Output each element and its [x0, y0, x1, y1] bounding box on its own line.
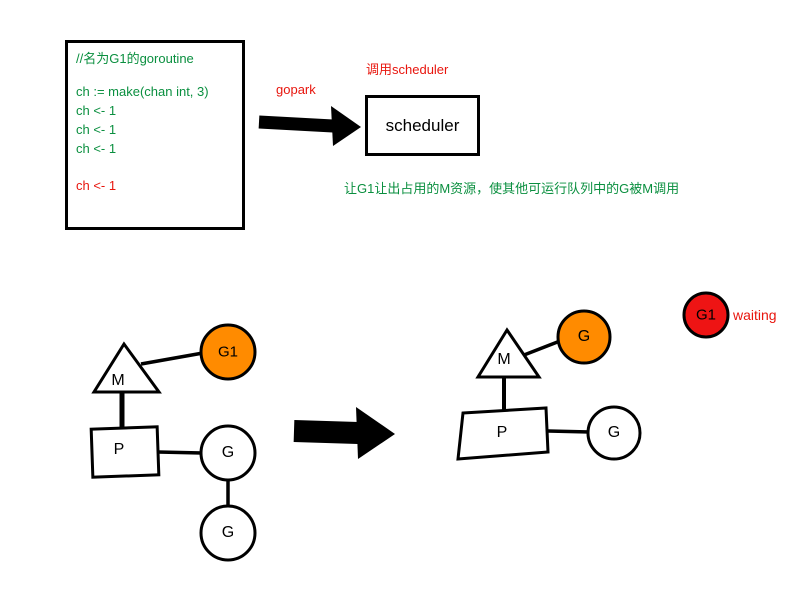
- p-box: [456, 406, 550, 461]
- p-label: P: [113, 441, 125, 458]
- edge-p-g: [547, 429, 591, 434]
- left-diagram: [89, 323, 257, 562]
- g-label: G: [577, 328, 591, 345]
- code-box: //名为G1的goroutine ch := make(chan int, 3)…: [65, 40, 245, 230]
- code-line-send-3: ch <- 1: [76, 141, 117, 156]
- edge-m-g: [523, 339, 561, 357]
- g-label: G: [607, 424, 621, 441]
- g1-waiting-circle: [682, 291, 730, 339]
- p-box: [89, 425, 161, 479]
- code-gap: [76, 68, 238, 82]
- gopark-arrow: [258, 106, 361, 146]
- code-gap: [76, 158, 238, 176]
- code-line-send-blocking: ch <- 1: [76, 178, 117, 193]
- code-comment: //名为G1的goroutine: [76, 51, 194, 66]
- g-label: G: [221, 524, 235, 541]
- g-circle-running: [556, 309, 612, 365]
- g-circle-runnable: [586, 405, 642, 461]
- edge-p-g: [157, 450, 203, 455]
- call-scheduler-label: 调用scheduler: [366, 62, 449, 77]
- g-label: G: [221, 444, 235, 461]
- m-triangle: [91, 341, 162, 394]
- g1-waiting-label: G1: [695, 306, 717, 324]
- code-line-send-2: ch <- 1: [76, 122, 117, 137]
- waiting-status-label: waiting: [733, 307, 777, 323]
- right-diagram: [456, 309, 642, 461]
- p-label: P: [496, 424, 508, 441]
- scheduler-box: scheduler: [365, 95, 480, 156]
- code-line-make: ch := make(chan int, 3): [76, 84, 209, 99]
- m-label: M: [497, 351, 511, 368]
- gopark-label: gopark: [276, 82, 316, 97]
- g1-circle: [199, 323, 257, 381]
- m-label: M: [111, 372, 125, 389]
- scheduler-label: scheduler: [385, 115, 460, 135]
- explanation-label: 让G1让出占用的M资源，使其他可运行队列中的G被M调用: [344, 181, 680, 196]
- g1-label: G1: [217, 343, 239, 361]
- edge-m-g1: [140, 351, 204, 366]
- transition-arrow: [293, 407, 395, 459]
- code-line-send-1: ch <- 1: [76, 103, 117, 118]
- m-triangle: [475, 327, 542, 379]
- g-circle-queued: [199, 504, 257, 562]
